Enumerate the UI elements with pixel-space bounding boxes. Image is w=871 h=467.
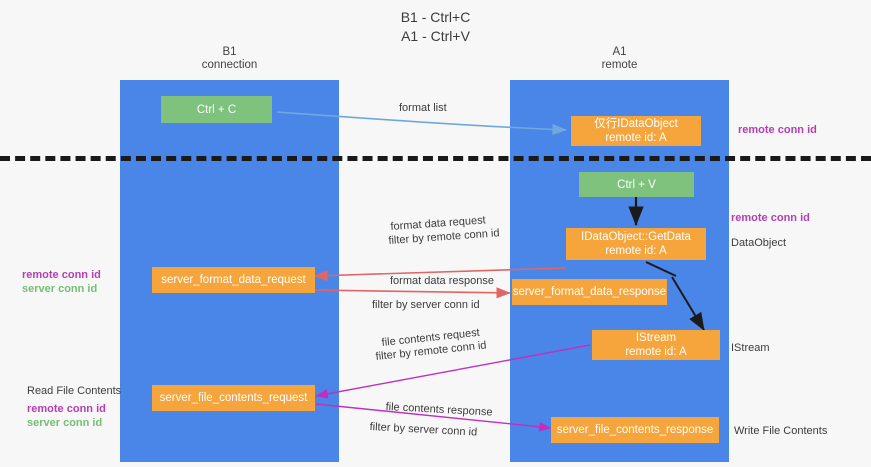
lane-header-b1: B1 connection: [120, 46, 339, 72]
edge-label-format-data-response-filter: filter by server conn id: [372, 298, 480, 312]
node-istream[interactable]: IStream remote id: A: [592, 330, 720, 360]
node-idataobject-title: 仅行IDataObject: [594, 118, 678, 130]
filter-key-remote-conn-id-1: remote conn id: [426, 227, 500, 245]
node-server-file-contents-response[interactable]: server_file_contents_response: [551, 417, 719, 443]
lane-b1-role: connection: [201, 59, 258, 71]
side-label-left-remote-conn-id-bottom: remote conn id: [27, 403, 106, 415]
node-server-format-data-request[interactable]: server_format_data_request: [152, 267, 315, 293]
node-server-format-data-response[interactable]: server_format_data_response: [512, 279, 667, 305]
node-server-file-contents-request-label: server_file_contents_request: [159, 392, 308, 404]
side-label-left-server-conn-id-mid: server conn id: [22, 283, 98, 295]
filter-prefix-4: filter by: [369, 420, 409, 435]
node-istream-sub: remote id: A: [625, 346, 687, 358]
lane-a1-name: A1: [612, 46, 627, 58]
side-label-remote-conn-id-top: remote conn id: [738, 124, 817, 136]
filter-prefix-3: filter by: [375, 346, 415, 363]
title-line-2: A1 - Ctrl+V: [401, 28, 470, 44]
filter-key-server-conn-id-2: server conn id: [407, 423, 478, 439]
side-label-left-server-conn-id-bottom: server conn id: [27, 417, 103, 429]
node-server-file-contents-request[interactable]: server_file_contents_request: [152, 385, 315, 411]
edge-label-file-contents-response: file contents response: [385, 400, 493, 419]
title-line-1: B1 - Ctrl+C: [400, 9, 471, 25]
phase-divider: [0, 156, 871, 161]
node-idataobject[interactable]: 仅行IDataObject remote id: A: [571, 116, 701, 146]
edge-label-format-list: format list: [399, 102, 447, 114]
lane-a1-role: remote: [601, 59, 638, 71]
node-ctrl-v[interactable]: Ctrl + V: [579, 172, 694, 197]
filter-key-server-conn-id-1: server conn id: [410, 299, 480, 311]
side-label-write-file-contents: Write File Contents: [734, 425, 828, 437]
node-server-format-data-response-label: server_format_data_response: [512, 286, 667, 298]
node-server-format-data-request-label: server_format_data_request: [161, 274, 306, 286]
lane-header-a1: A1 remote: [510, 46, 729, 72]
side-label-remote-conn-id-mid: remote conn id: [731, 212, 810, 224]
node-server-file-contents-response-label: server_file_contents_response: [556, 424, 714, 436]
node-idataobject-getdata[interactable]: IDataObject::GetData remote id: A: [566, 228, 706, 260]
node-getdata-sub: remote id: A: [605, 245, 667, 257]
edge-label-format-data-response: format data response: [390, 275, 494, 287]
filter-prefix-2: filter by: [372, 299, 411, 311]
node-ctrl-c-label: Ctrl + C: [196, 103, 237, 116]
edge-label-file-contents-response-filter: filter by server conn id: [369, 420, 477, 440]
side-label-istream: IStream: [731, 342, 770, 354]
node-getdata-title: IDataObject::GetData: [581, 231, 691, 243]
side-label-dataobject: DataObject: [731, 237, 787, 249]
diagram-title: B1 - Ctrl+C A1 - Ctrl+V: [0, 8, 871, 46]
side-label-left-remote-conn-id-mid: remote conn id: [22, 269, 101, 281]
lane-b1-name: B1: [222, 46, 237, 58]
node-istream-title: IStream: [635, 332, 677, 344]
node-idataobject-sub: remote id: A: [605, 132, 667, 144]
side-label-read-file-contents: Read File Contents: [27, 385, 122, 397]
node-ctrl-c[interactable]: Ctrl + C: [161, 96, 272, 123]
node-ctrl-v-label: Ctrl + V: [617, 178, 656, 191]
filter-prefix-1: filter by: [388, 232, 428, 247]
